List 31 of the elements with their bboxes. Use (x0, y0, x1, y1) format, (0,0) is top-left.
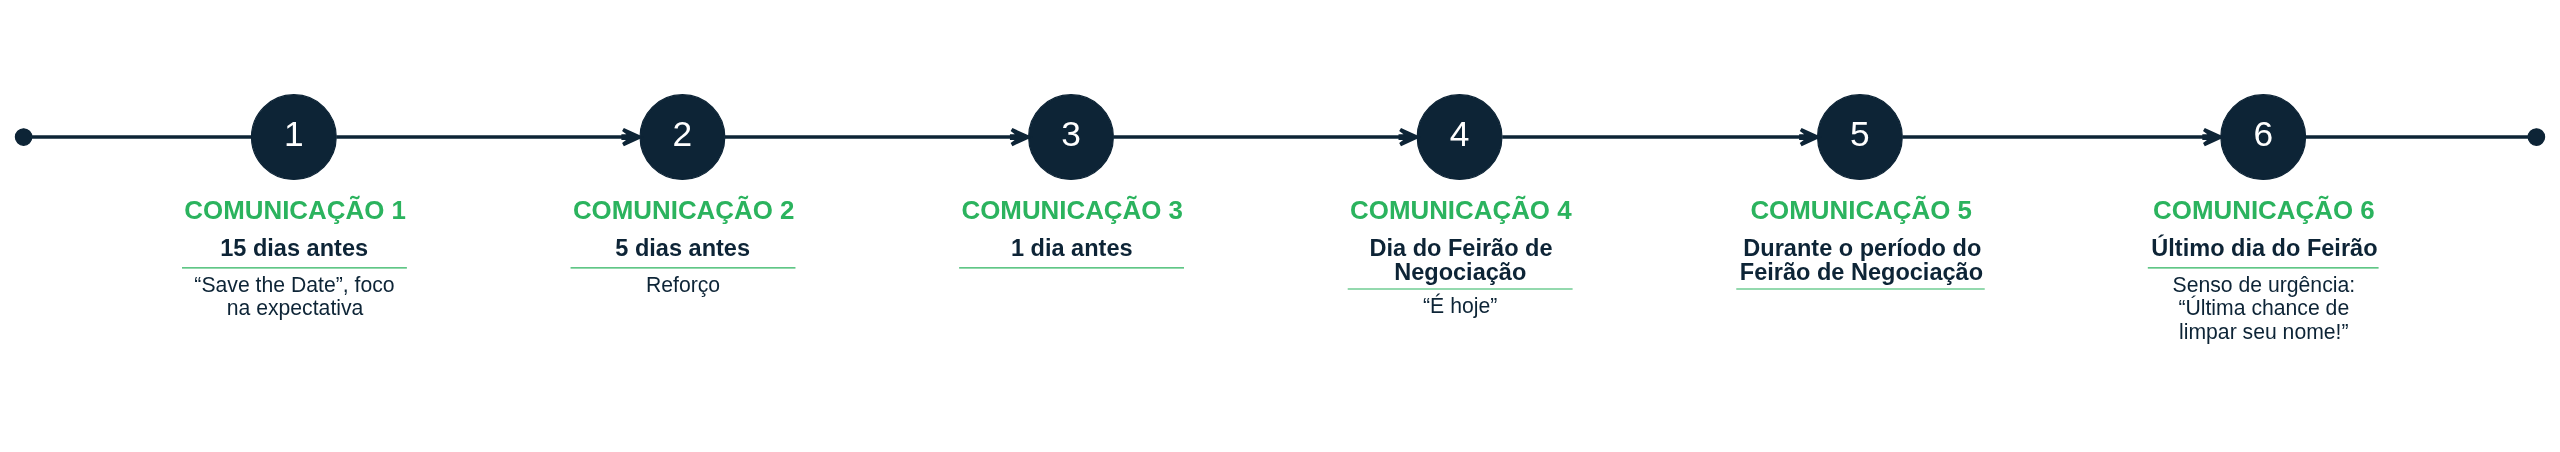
connector (31, 135, 252, 139)
node-label: 1 dia antes (1010, 235, 1133, 262)
node-label: “É hoje” (1423, 294, 1498, 318)
node-label: COMUNICAÇÃO 3 (961, 196, 1183, 225)
node-label: Senso de urgência: “Última chance de limpar seu nome!” (2172, 272, 2356, 343)
arrow (1502, 127, 1820, 147)
node-circle: 1 (250, 94, 337, 181)
node-label: Dia do Feirão de Negociação (1369, 235, 1553, 285)
node-circle: 5 (1816, 94, 1903, 181)
node-label: Durante o período do Feirão de Negociação (1739, 235, 1984, 285)
node-label: COMUNICAÇÃO 5 (1750, 196, 1972, 225)
arrow (1113, 127, 1419, 147)
arrow (336, 127, 642, 147)
node-label: COMUNICAÇÃO 2 (572, 196, 795, 225)
node-circle: 2 (639, 94, 726, 181)
arrow (724, 127, 1030, 147)
node-circle: 6 (2220, 94, 2307, 181)
node-label: COMUNICAÇÃO 6 (2153, 196, 2375, 225)
node-label: “Save the Date”, foco na expectativa (194, 272, 395, 320)
node-circle (2527, 128, 2546, 146)
arrow (1902, 127, 2223, 147)
node-circle: 4 (1416, 94, 1503, 181)
node-label: 5 dias antes (615, 235, 751, 262)
node-circle (14, 128, 33, 146)
node-label: Reforço (645, 272, 721, 296)
node-label: COMUNICAÇÃO 4 (1350, 196, 1572, 225)
node-label: Último dia do Feirão (2151, 235, 2378, 262)
node-circle: 3 (1028, 94, 1114, 181)
node-label: 15 dias antes (220, 235, 369, 262)
connector (2305, 135, 2529, 139)
node-label: COMUNICAÇÃO 1 (184, 196, 406, 225)
